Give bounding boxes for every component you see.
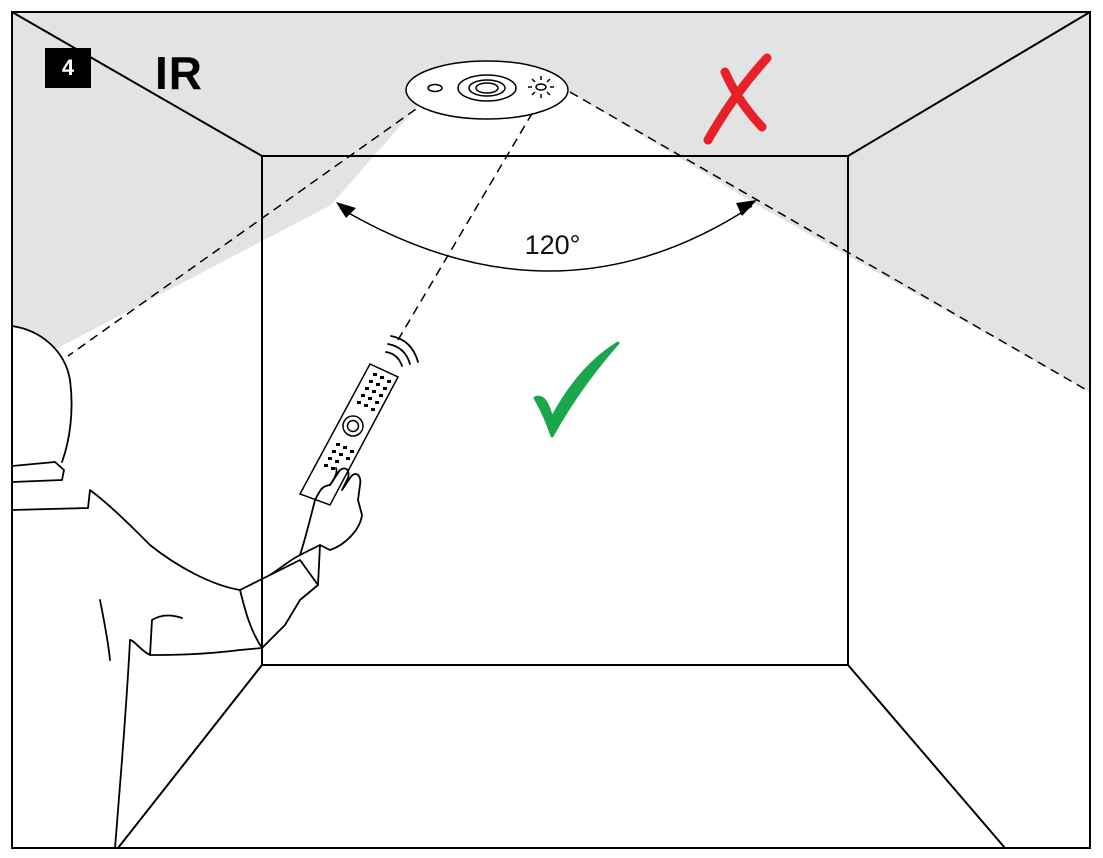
signal-waves-icon [385, 335, 419, 367]
person-fold-1 [99, 599, 111, 661]
cross-icon [703, 53, 772, 145]
room-outline [11, 11, 1091, 849]
angle-label: 120° [524, 230, 581, 260]
person-thumb [329, 467, 338, 486]
person-shoulder [11, 489, 241, 591]
check-icon [533, 341, 620, 438]
ceiling-sensor [405, 60, 569, 120]
step-number-badge: 4 [45, 48, 91, 88]
person-arm [129, 589, 263, 656]
person-body-edge [114, 639, 131, 849]
mode-label: IR [155, 47, 203, 99]
person [11, 325, 363, 849]
person-hand [299, 467, 363, 556]
angle-arc [336, 200, 757, 272]
out-of-range-zone [12, 12, 1090, 392]
person-fill [12, 326, 365, 848]
person-collar [11, 461, 65, 483]
arc-arrow-right [736, 200, 757, 216]
person-fold-2 [149, 614, 183, 656]
ir-cone-edges [67, 91, 1091, 393]
arc-arrow-left [336, 202, 356, 218]
sensor-led-icon [528, 76, 554, 98]
remote-control [298, 363, 400, 506]
person-head [11, 325, 73, 463]
